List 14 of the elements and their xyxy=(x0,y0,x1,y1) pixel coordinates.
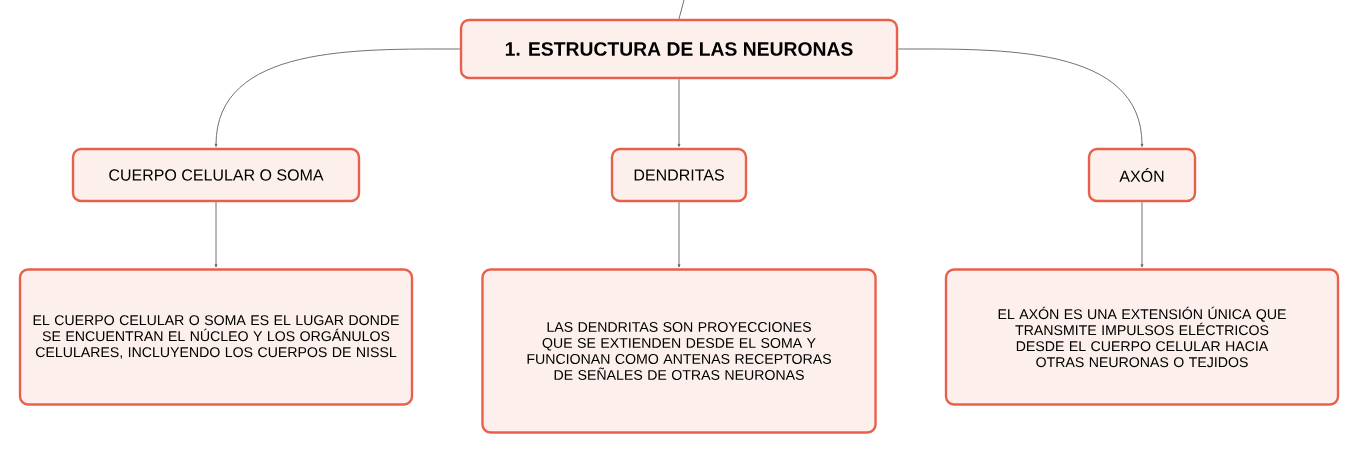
description-box: LAS DENDRITAS SON PROYECCIONES QUE SE EXTIENDEN DESDE EL SOMA Y FUNCIONAN COMO ANTENAS RECEPTORAS DE SEÑALES DE OTRAS NEURONAS xyxy=(481,268,877,434)
description-box: EL AXÓN ES UNA EXTENSIÓN ÚNICA QUE TRANSMITE IMPULSOS ELÉCTRICOS DESDE EL CUERPO CELULAR HACIA OTRAS NEURONAS O TEJIDOS xyxy=(944,268,1340,406)
connector xyxy=(897,48,1144,147)
connector xyxy=(678,0,685,20)
connector xyxy=(214,48,461,147)
connector xyxy=(214,201,218,268)
connector xyxy=(1140,201,1144,268)
connector xyxy=(677,78,681,147)
title-box: 1. ESTRUCTURA DE LAS NEURONAS xyxy=(459,18,899,80)
topic-box: AXÓN xyxy=(1087,147,1197,203)
topic-box: DENDRITAS xyxy=(610,147,748,203)
topic-box: CUERPO CELULAR O SOMA xyxy=(71,147,361,203)
connector xyxy=(677,201,681,268)
description-box: EL CUERPO CELULAR O SOMA ES EL LUGAR DONDE SE ENCUENTRAN EL NÚCLEO Y LOS ORGÁNULOS CELULARES, INCLUYENDO LOS CUERPOS DE NISSL xyxy=(18,268,414,406)
